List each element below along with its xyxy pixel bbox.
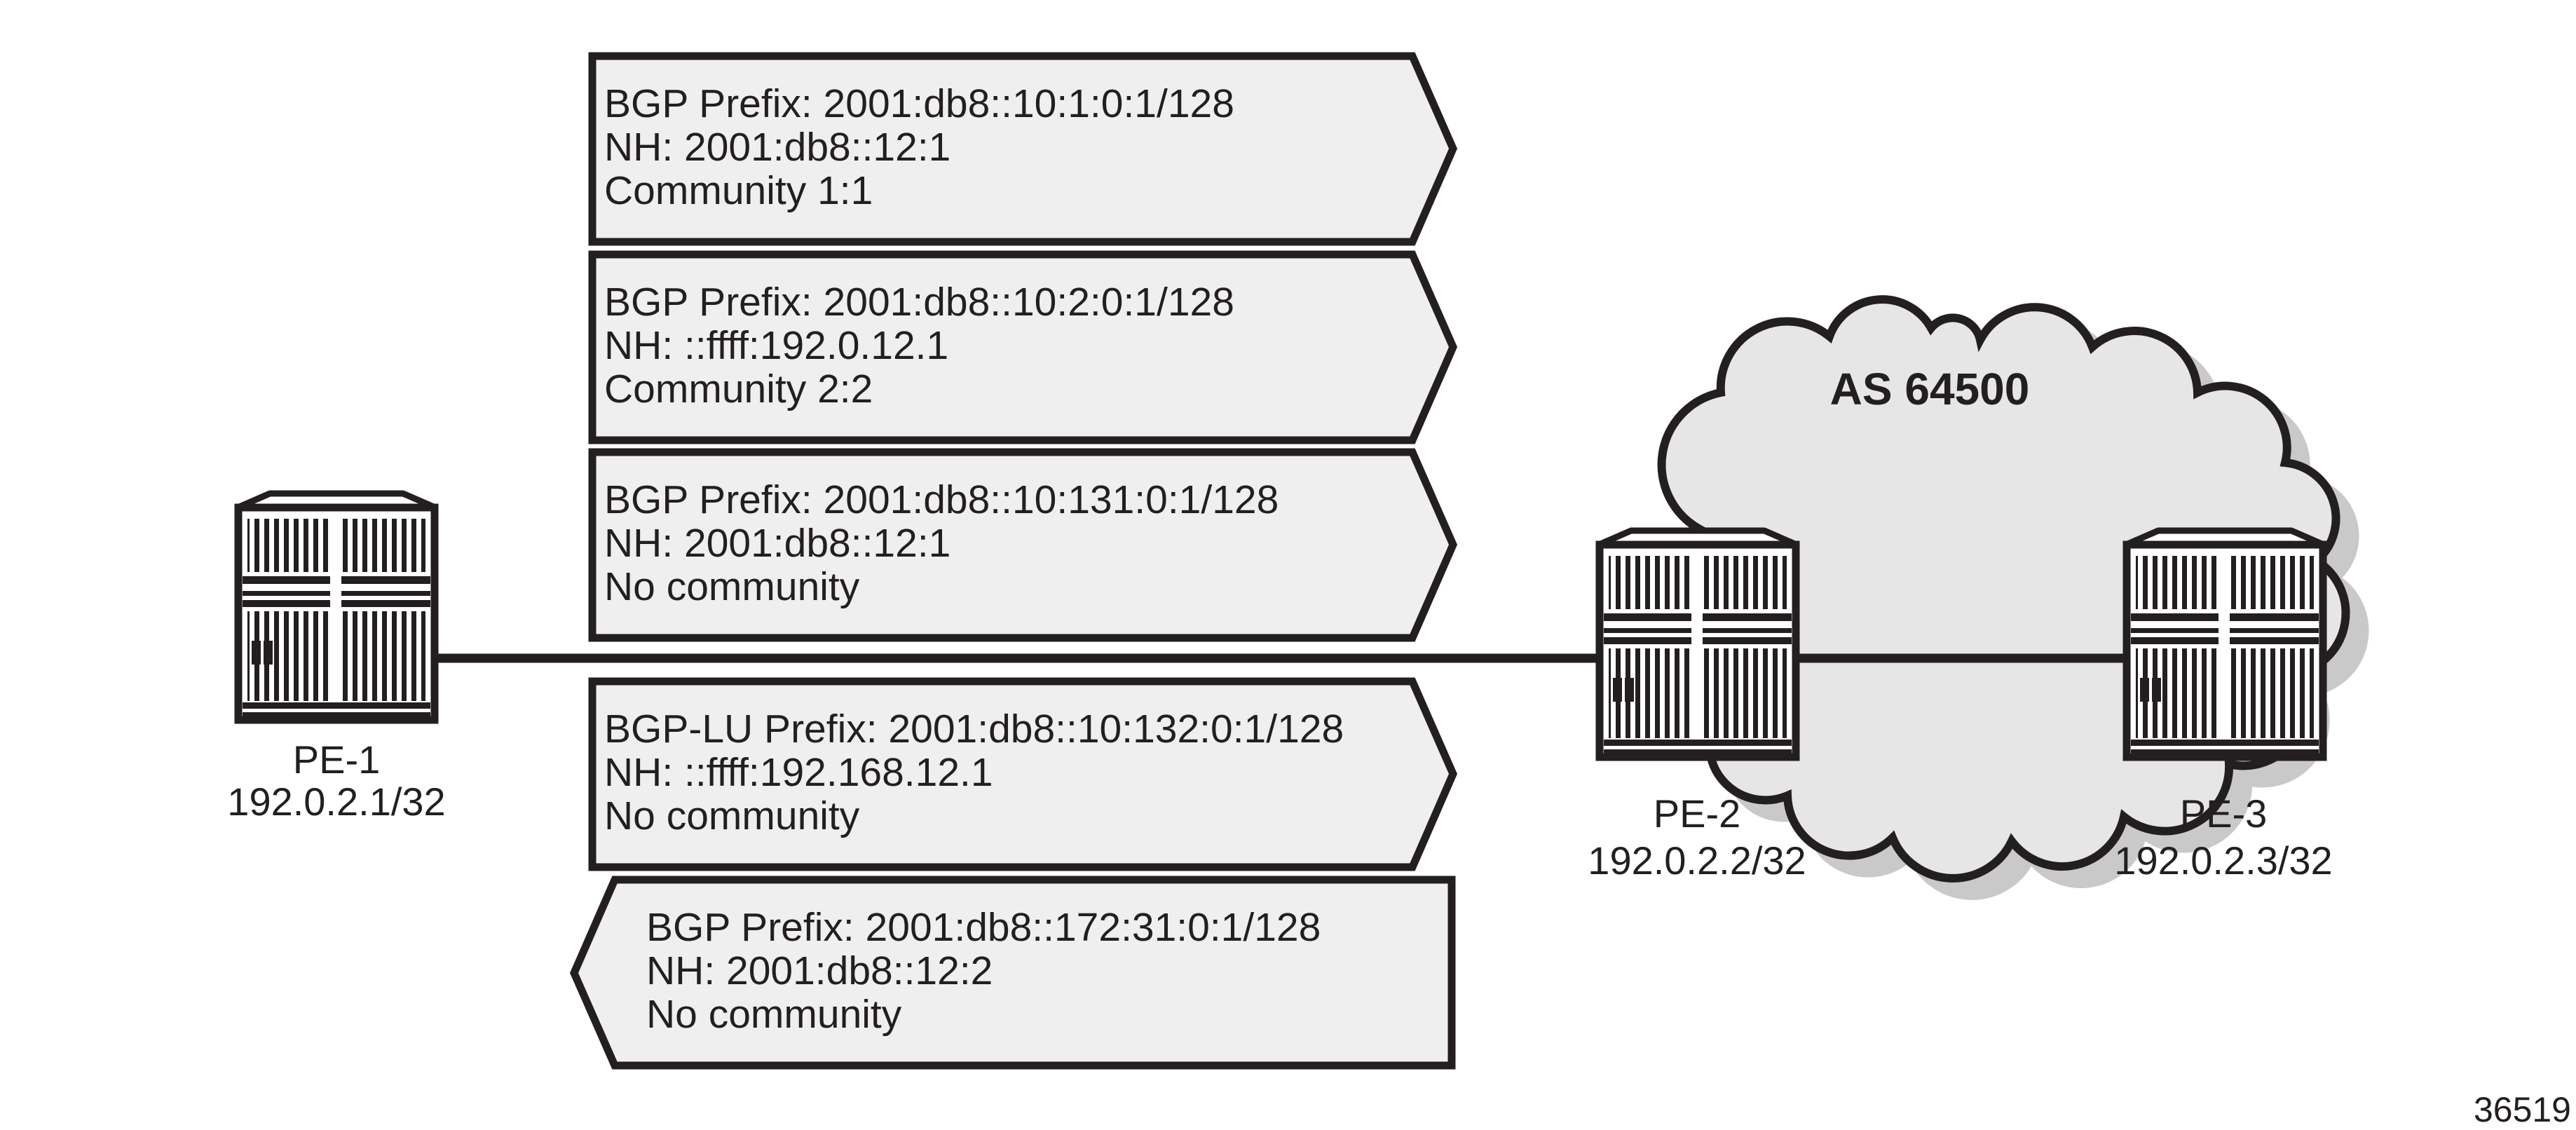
callout-line: No community — [646, 992, 902, 1037]
callout-line: No community — [604, 564, 860, 609]
callout-shape — [588, 677, 1458, 871]
router-icon — [238, 493, 435, 720]
callout-route-advertisement-3: BGP Prefix: 2001:db8::10:131:0:1/128 NH:… — [588, 448, 1458, 642]
callout-line: BGP Prefix: 2001:db8::172:31:0:1/128 — [646, 905, 1321, 950]
callout-line: NH: 2001:db8::12:1 — [604, 125, 950, 170]
callout-shape — [588, 448, 1458, 642]
router-address: 192.0.2.3/32 — [2114, 838, 2332, 883]
router-pe-1: PE-1 192.0.2.1/32 — [227, 493, 446, 824]
figure-number: 36519 — [2474, 1090, 2571, 1129]
callout-line: Community 1:1 — [604, 168, 873, 213]
callout-line: NH: ::ffff:192.168.12.1 — [604, 750, 993, 795]
router-address: 192.0.2.2/32 — [1588, 838, 1806, 883]
callout-line: NH: 2001:db8::12:1 — [604, 521, 950, 566]
as-label: AS 64500 — [1830, 364, 2030, 414]
callout-route-advertisement-5: BGP Prefix: 2001:db8::172:31:0:1/128 NH:… — [569, 876, 1456, 1070]
router-pe-3: PE-3 192.0.2.3/32 — [2114, 531, 2333, 883]
callout-shape — [588, 52, 1458, 246]
router-pe-2: PE-2 192.0.2.2/32 — [1588, 531, 1806, 883]
callout-line: NH: ::ffff:192.0.12.1 — [604, 323, 948, 368]
callout-line: No community — [604, 794, 860, 838]
callout-line: BGP Prefix: 2001:db8::10:2:0:1/128 — [604, 280, 1234, 325]
router-name: PE-3 — [2180, 791, 2268, 836]
callout-route-advertisement-4: BGP-LU Prefix: 2001:db8::10:132:0:1/128 … — [588, 677, 1458, 871]
callout-line: BGP-LU Prefix: 2001:db8::10:132:0:1/128 — [604, 707, 1344, 751]
callout-shape — [569, 876, 1456, 1070]
callout-shape — [588, 250, 1458, 444]
callout-line: NH: 2001:db8::12:2 — [646, 948, 993, 993]
callout-route-advertisement-2: BGP Prefix: 2001:db8::10:2:0:1/128 NH: :… — [588, 250, 1458, 444]
callout-route-advertisement-1: BGP Prefix: 2001:db8::10:1:0:1/128 NH: 2… — [588, 52, 1458, 246]
callout-line: BGP Prefix: 2001:db8::10:131:0:1/128 — [604, 477, 1279, 522]
router-name: PE-1 — [293, 737, 381, 782]
callout-line: Community 2:2 — [604, 367, 873, 411]
router-icon — [2126, 531, 2324, 757]
router-address: 192.0.2.1/32 — [227, 780, 445, 824]
router-icon — [1599, 531, 1797, 757]
router-name: PE-2 — [1654, 791, 1741, 836]
callout-line: BGP Prefix: 2001:db8::10:1:0:1/128 — [604, 81, 1234, 126]
